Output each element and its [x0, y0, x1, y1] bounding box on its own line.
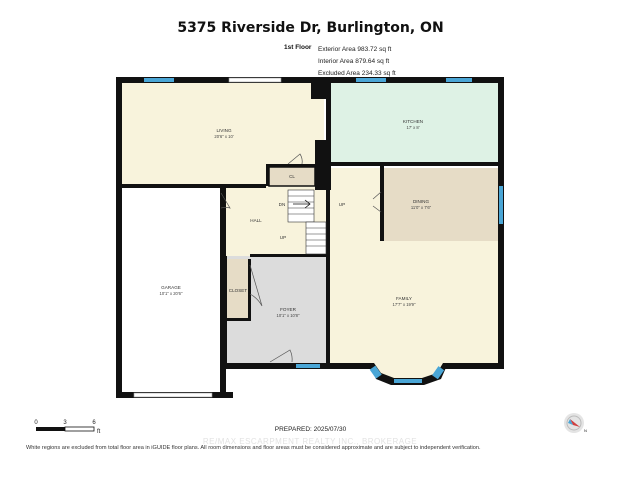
dining-room [383, 168, 499, 241]
stair-dn [287, 189, 315, 223]
wall-left [116, 77, 122, 398]
kitchen-label: KITCHEN [403, 119, 423, 124]
svg-text:N: N [584, 428, 587, 433]
door-hall-garage [220, 192, 231, 209]
wall-cl-box-top [266, 164, 318, 167]
window-bay-2 [394, 379, 422, 383]
walls [116, 77, 504, 398]
compass-icon: N [564, 413, 587, 433]
windows [144, 78, 503, 383]
closet-room [227, 259, 249, 320]
wall-closet-bottom [226, 318, 251, 321]
wall-corner-a [311, 77, 329, 99]
foyer-label: FOYER [280, 307, 297, 312]
brokerage-watermark: RE/MAX ESCARPMENT REALTY INC., BROKERAGE [202, 437, 418, 446]
garage-label: GARAGE [161, 285, 181, 290]
window-kitchen-2 [446, 78, 472, 82]
floor-label: 1st Floor [284, 44, 312, 51]
scale-label-3: 3 [63, 420, 67, 426]
wall-family-bottom-left [326, 363, 372, 369]
stair-up-family-label: UP [339, 202, 345, 207]
window-foyer [296, 364, 320, 368]
scale-bar-black [36, 427, 65, 431]
hall-label: HALL [250, 218, 262, 223]
plan-title: 5375 Riverside Dr, Burlington, ON [177, 20, 444, 36]
prepared-date: PREPARED: 2025/07/30 [274, 426, 347, 433]
wall-kitchen-left [326, 83, 331, 163]
living-label: LIVING [216, 128, 231, 133]
wall-corner-c [316, 184, 330, 190]
wall-dining-left [380, 166, 384, 241]
window-bay-1 [369, 365, 382, 379]
cl-label: CL [289, 174, 295, 179]
door-dining-arch [372, 191, 382, 213]
wall-family-left [326, 190, 330, 366]
wall-cl-box [266, 164, 269, 186]
wall-top-living [116, 77, 329, 83]
disclaimer: White regions are excluded from total fl… [26, 445, 481, 451]
scale-bar: 0 3 6 ft [34, 420, 100, 435]
wall-hall-foyer [250, 254, 328, 257]
living-dims: 20'6" x 10' [214, 134, 233, 139]
foyer-dims: 10'1" x 10'8" [277, 313, 300, 318]
closet-label: CLOSET [229, 288, 248, 293]
wall-bay [369, 363, 448, 385]
area-summary: Exterior Area 983.72 sq ft Interior Area… [318, 44, 396, 80]
window-dining [499, 186, 503, 224]
interior-area: Interior Area 879.64 sq ft [318, 58, 390, 65]
door-cl-swing [287, 153, 303, 165]
doors [220, 153, 382, 363]
window-bay-3 [432, 366, 445, 380]
scale-bar-white [64, 426, 95, 432]
scale-label-0: 0 [34, 420, 38, 426]
exterior-area: Exterior Area 983.72 sq ft [318, 46, 392, 53]
door-closet [249, 264, 263, 307]
wall-foyer-left [223, 256, 227, 366]
window-living-1 [144, 78, 174, 82]
dining-dims: 11'0" x 7'6" [411, 205, 432, 210]
stair-up-hall-label: UP [280, 235, 286, 240]
kitchen-dims: 17' x 8' [406, 125, 419, 130]
family-label: FAMILY [396, 296, 412, 301]
window-kitchen-1 [356, 78, 386, 82]
family-dims: 17'7" x 19'9" [393, 302, 416, 307]
window-frames [133, 77, 282, 398]
cl-cupboard [268, 166, 316, 187]
wall-living-bottom [116, 184, 266, 188]
stair-arrow [293, 199, 311, 209]
family-room [330, 168, 499, 363]
garage-dims: 10'1" x 20'6" [160, 291, 183, 296]
stair-dn-label: DN [279, 202, 286, 207]
stairs [287, 189, 327, 255]
wall-family-bottom-right [444, 363, 504, 369]
excluded-area: Excluded Area 234.33 sq ft [318, 70, 396, 77]
scale-unit: ft [97, 429, 101, 435]
wall-corner-b [315, 140, 331, 190]
dining-label: DINING [413, 199, 430, 204]
scale-label-6: 6 [92, 420, 96, 426]
wall-foyer-bottom [226, 363, 330, 369]
window-living-2 [228, 77, 282, 83]
garage-door [133, 392, 213, 398]
wall-closet-right [248, 259, 251, 320]
wall-kitchen-bottom [330, 162, 502, 166]
door-front [269, 349, 293, 363]
stair-up [305, 221, 327, 255]
kitchen-room [331, 83, 499, 163]
wall-top-kitchen [324, 77, 504, 83]
